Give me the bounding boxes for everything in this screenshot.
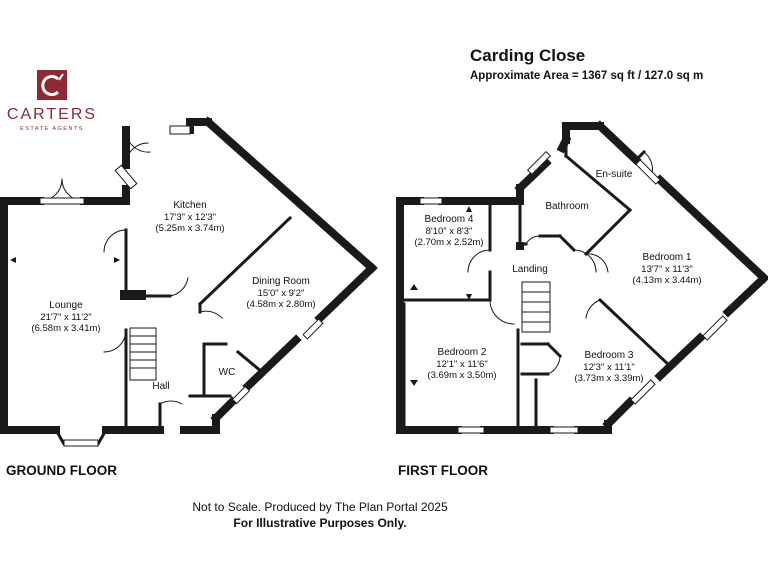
room-bedroom-2: Bedroom 2 12'1" x 11'6" (3.69m x 3.50m) — [427, 347, 497, 381]
room-bedroom-1: Bedroom 1 13'7" x 11'3" (4.13m x 3.44m) — [632, 252, 702, 286]
room-landing: Landing — [512, 264, 548, 275]
property-title: Carding Close — [470, 46, 586, 65]
ground-floor-label: GROUND FLOOR — [6, 463, 117, 478]
logo-name: CARTERS — [6, 106, 98, 123]
first-floor-inner-walls — [402, 138, 673, 428]
room-bedroom-3: Bedroom 3 12'3" x 11'1" (3.73m x 3.39m) — [574, 350, 644, 384]
ground-floor-inner-walls — [124, 215, 293, 432]
logo-tagline: ESTATE AGENTS — [20, 126, 84, 132]
room-kitchen: Kitchen 17'3" x 12'3" (5.25m x 3.74m) — [155, 200, 225, 234]
room-wc: WC — [218, 367, 236, 378]
dimension-markers — [10, 206, 472, 386]
disclaimer: For Illustrative Purposes Only. — [233, 516, 407, 530]
room-bedroom-4: Bedroom 4 8'10" x 8'3" (2.70m x 2.52m) — [414, 214, 484, 248]
first-floor-label: FIRST FLOOR — [398, 463, 488, 478]
ground-floor-stairs — [129, 327, 157, 381]
scale-note: Not to Scale. Produced by The Plan Porta… — [192, 500, 448, 514]
first-floor-walls — [396, 120, 768, 434]
room-lounge: Lounge 21'7" x 11'2" (6.58m x 3.41m) — [31, 300, 101, 334]
room-en-suite: En-suite — [595, 169, 633, 180]
approximate-area: Approximate Area = 1367 sq ft / 127.0 sq… — [470, 70, 704, 82]
carters-c-monogram-icon — [37, 70, 67, 100]
ground-floor-walls — [0, 116, 378, 434]
ground-floor-doors — [39, 129, 223, 405]
room-dining-room: Dining Room 15'0" x 9'2" (4.58m x 2.80m) — [246, 276, 316, 310]
room-hall: Hall — [152, 381, 170, 392]
room-bathroom: Bathroom — [545, 201, 589, 212]
first-floor-doors — [467, 151, 653, 375]
windows — [39, 125, 728, 447]
first-floor-stairs — [521, 281, 551, 333]
